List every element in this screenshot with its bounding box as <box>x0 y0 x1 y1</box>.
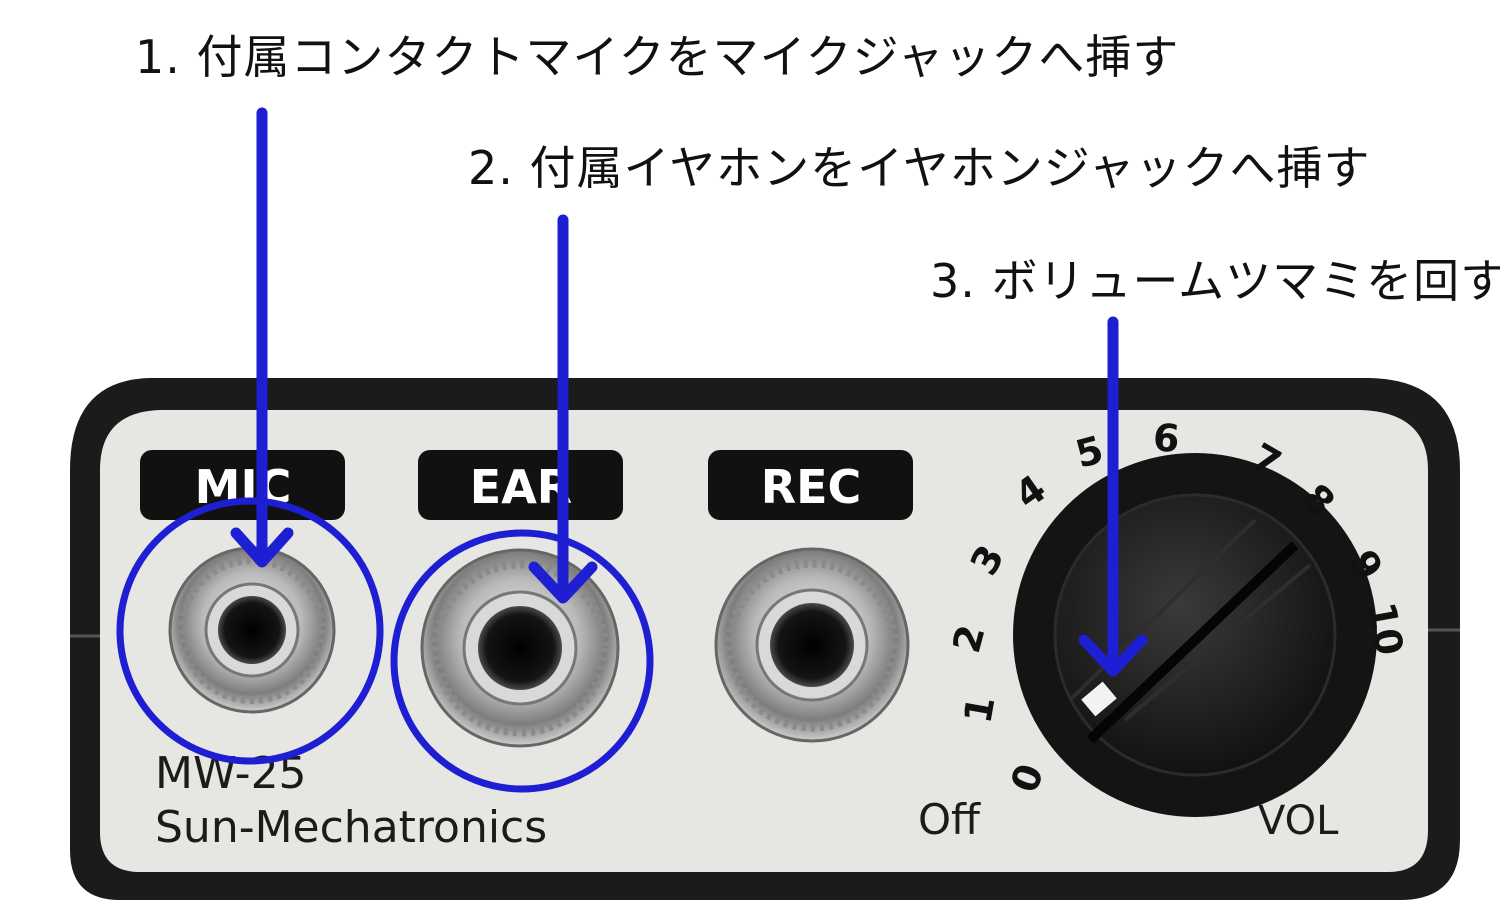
ear-jack <box>420 548 620 748</box>
arrow-to-ear <box>528 214 598 604</box>
instruction-step-3: 3. ボリュームツマミを回す <box>930 254 1500 308</box>
rec-jack-label: REC <box>761 460 862 514</box>
arrow-to-knob <box>1078 316 1148 677</box>
knob-vol-label: VOL <box>1258 798 1339 844</box>
mic-label-plate <box>140 450 345 520</box>
arrow-to-mic <box>230 107 294 568</box>
rec-jack <box>714 547 910 743</box>
scale-mark-10: 10 <box>1359 599 1412 659</box>
rec-label-plate <box>708 450 913 520</box>
brand-name: Sun-Mechatronics <box>155 802 547 853</box>
mic-jack <box>168 546 336 714</box>
instruction-step-1: 1. 付属コンタクトマイクをマイクジャックへ挿す <box>135 30 1180 84</box>
volume-knob <box>1013 453 1377 817</box>
scale-mark-6: 6 <box>1151 415 1181 461</box>
knob-off-label: Off <box>918 795 981 844</box>
ear-highlight-circle <box>390 529 654 793</box>
ear-label-plate <box>418 450 623 520</box>
ear-jack-label: EAR <box>470 460 572 514</box>
instruction-step-2: 2. 付属イヤホンをイヤホンジャックへ挿す <box>468 141 1371 195</box>
knob-pointer-marker <box>1081 681 1117 717</box>
mic-highlight-circle <box>116 497 384 765</box>
